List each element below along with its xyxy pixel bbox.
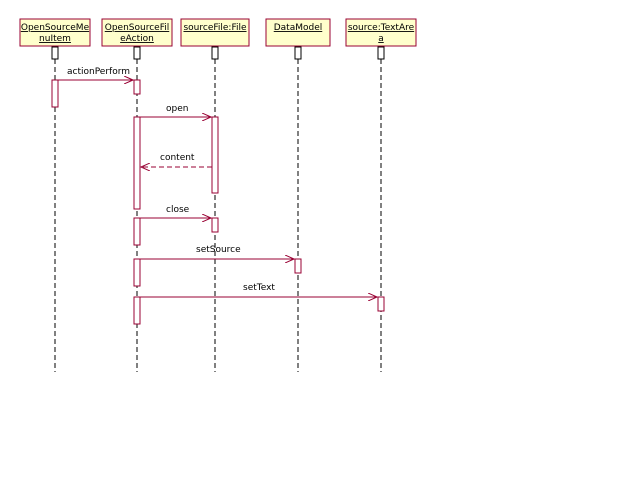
message-label: content bbox=[160, 153, 195, 163]
object-file[interactable]: sourceFile:File bbox=[180, 18, 250, 47]
object-label-line1: DataModel bbox=[274, 23, 323, 33]
stub-file bbox=[211, 46, 219, 60]
message-settext[interactable]: setText bbox=[140, 283, 377, 297]
object-label-line2: nuItem bbox=[39, 34, 71, 44]
activation-bar bbox=[211, 217, 219, 233]
message-actionperform[interactable]: actionPerform bbox=[58, 67, 133, 80]
object-label-line1: sourceFile:File bbox=[183, 23, 247, 33]
message-label: setSource bbox=[196, 245, 241, 255]
activation-bar bbox=[294, 258, 302, 274]
activation-bar bbox=[133, 79, 141, 95]
lifeline-stubs bbox=[51, 46, 385, 60]
activation-bar bbox=[211, 116, 219, 194]
object-action[interactable]: OpenSourceFil eAction bbox=[101, 18, 173, 47]
object-box bbox=[101, 18, 173, 47]
message-label: setText bbox=[243, 283, 275, 293]
object-box bbox=[19, 18, 91, 47]
object-label-line1: OpenSourceFil bbox=[105, 23, 169, 33]
object-label-line2: a bbox=[378, 34, 384, 44]
object-label-line1: OpenSourceMe bbox=[21, 23, 90, 33]
activation-bar bbox=[133, 217, 141, 246]
activation-bar bbox=[51, 79, 59, 108]
object-textarea[interactable]: source:TextAre a bbox=[345, 18, 417, 47]
stub-model bbox=[294, 46, 302, 60]
activation-bar bbox=[377, 296, 385, 312]
object-box bbox=[265, 18, 331, 47]
activations bbox=[51, 79, 385, 325]
message-content[interactable]: content bbox=[141, 153, 212, 167]
object-box bbox=[180, 18, 250, 47]
lifelines bbox=[54, 59, 382, 372]
message-label: close bbox=[166, 205, 190, 215]
stub-action bbox=[133, 46, 141, 60]
object-box bbox=[345, 18, 417, 47]
object-model[interactable]: DataModel bbox=[265, 18, 331, 47]
object-label-line2: eAction bbox=[120, 34, 154, 44]
message-close[interactable]: close bbox=[140, 205, 211, 218]
activation-bar bbox=[133, 296, 141, 325]
message-label: actionPerform bbox=[67, 67, 130, 77]
message-label: open bbox=[166, 104, 188, 114]
object-label-line1: source:TextAre bbox=[348, 23, 415, 33]
stub-menu bbox=[51, 46, 59, 60]
object-menu[interactable]: OpenSourceMe nuItem bbox=[19, 18, 91, 47]
activation-bar bbox=[133, 258, 141, 287]
activation-bar bbox=[133, 116, 141, 210]
message-setsource[interactable]: setSource bbox=[140, 245, 294, 259]
stub-textarea bbox=[377, 46, 385, 60]
message-open[interactable]: open bbox=[140, 104, 211, 117]
